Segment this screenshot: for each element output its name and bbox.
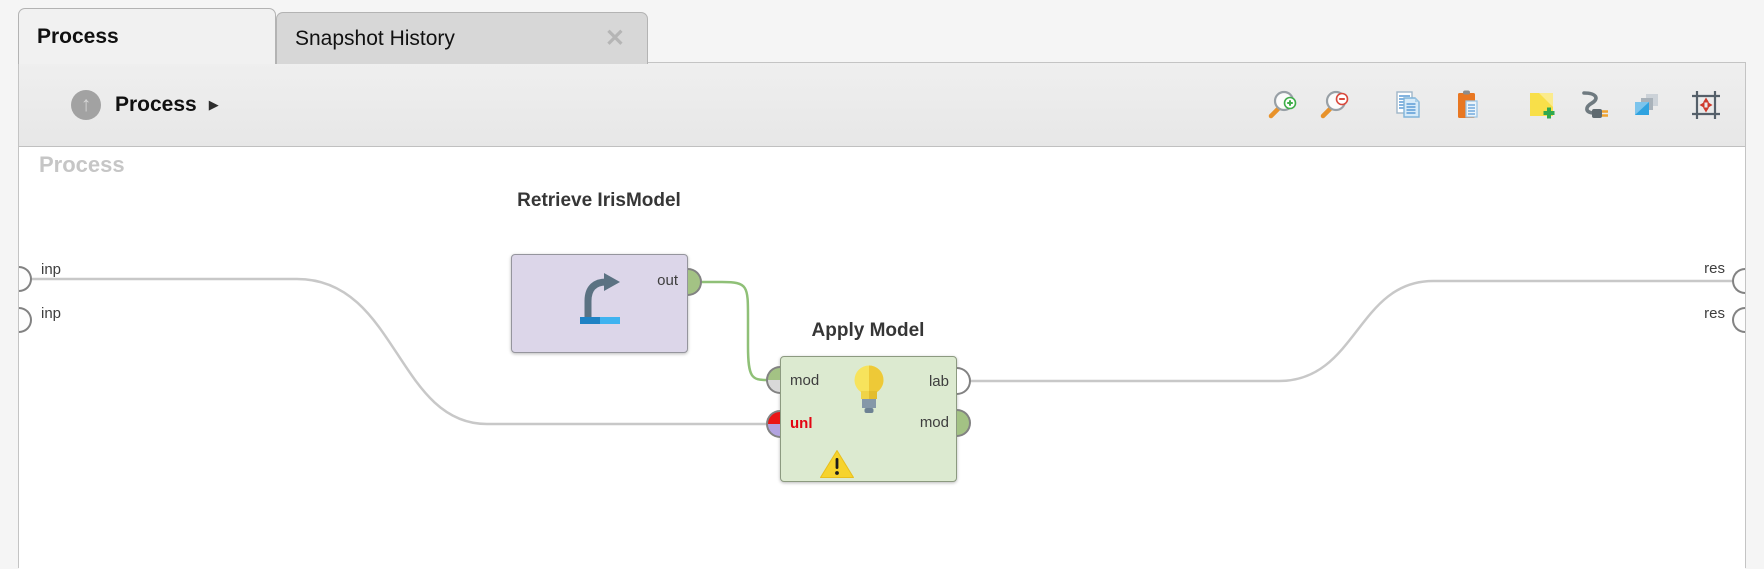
copy-icon[interactable] — [1391, 88, 1425, 122]
tab-snapshot-history[interactable]: Snapshot History ✕ — [276, 12, 648, 64]
rewire-icon[interactable] — [1577, 88, 1611, 122]
breadcrumb[interactable]: ↑ Process ▶ — [71, 89, 219, 120]
connection-wires — [27, 277, 1737, 426]
port-label-mod-in: mod — [790, 372, 820, 389]
close-icon[interactable]: ✕ — [604, 24, 625, 52]
port-label-lab: lab — [928, 373, 949, 390]
canvas-watermark: Process — [39, 152, 125, 177]
warning-icon[interactable] — [819, 449, 855, 479]
tab-process[interactable]: Process — [18, 8, 276, 64]
tab-process-label: Process — [37, 24, 119, 48]
zoom-out-icon[interactable] — [1317, 88, 1351, 122]
process-input-label-1: inp — [41, 261, 62, 278]
port-label-out: out — [657, 272, 678, 289]
chevron-right-icon: ▶ — [208, 96, 219, 112]
tab-snapshot-history-label: Snapshot History — [295, 26, 455, 50]
process-input-label-2: inp — [41, 305, 62, 322]
breadcrumb-label[interactable]: Process — [115, 92, 197, 116]
process-result-label-2: res — [1704, 305, 1725, 322]
paste-icon[interactable] — [1451, 88, 1485, 122]
zoom-in-icon[interactable] — [1265, 88, 1299, 122]
add-note-icon[interactable] — [1525, 88, 1559, 122]
arrange-operators-icon[interactable] — [1629, 88, 1663, 122]
wire-lab-to-res[interactable] — [969, 279, 1737, 383]
process-toolbar: ↑ Process ▶ — [19, 63, 1745, 147]
up-level-icon[interactable]: ↑ — [71, 89, 101, 120]
operator-title-apply-model: Apply Model — [811, 320, 925, 341]
operator-apply-model[interactable]: mod unl lab mod — [780, 356, 957, 482]
toolbar-icons — [1265, 88, 1745, 122]
port-label-mod-out: mod — [919, 414, 949, 431]
retrieve-arrow-icon — [580, 273, 620, 324]
process-panel: ↑ Process ▶ — [18, 62, 1746, 569]
port-label-unl: unl — [790, 415, 813, 432]
operator-retrieve-irismodel[interactable]: out — [511, 254, 688, 353]
process-result-label-1: res — [1704, 260, 1725, 277]
wire-inp-to-unl[interactable] — [27, 277, 769, 426]
lightbulb-icon — [854, 365, 884, 413]
wire-out-to-mod[interactable] — [700, 280, 769, 382]
operator-title-retrieve-irismodel: Retrieve IrisModel — [517, 190, 681, 211]
process-canvas[interactable]: Process inp inp res res Retrieve IrisMod… — [19, 148, 1745, 569]
fit-view-icon[interactable] — [1689, 88, 1723, 122]
